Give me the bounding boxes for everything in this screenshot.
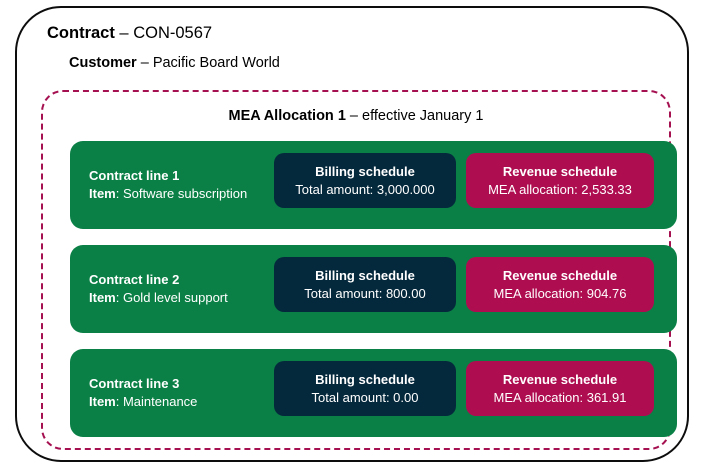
contract-line-info: Contract line 1 Item: Software subscript… [89, 141, 279, 229]
contract-line-row: Contract line 2 Item: Gold level support… [70, 245, 677, 333]
mea-allocation-separator: – [345, 108, 363, 124]
contract-label: Contract [47, 24, 115, 42]
mea-allocation-title: MEA Allocation 1 – effective January 1 [43, 108, 669, 124]
revenue-schedule-value: MEA allocation: 361.91 [493, 389, 627, 405]
revenue-schedule-value: MEA allocation: 904.76 [493, 285, 627, 301]
billing-schedule-value: Total amount: 0.00 [311, 389, 419, 405]
contract-line-item: Item: Maintenance [89, 393, 279, 411]
billing-schedule-box: Billing schedule Total amount: 800.00 [274, 257, 456, 312]
revenue-schedule-heading: Revenue schedule [502, 371, 618, 387]
item-value: Software subscription [122, 186, 248, 201]
contract-line-title: Contract line 1 [89, 167, 180, 183]
item-separator: : [115, 290, 123, 305]
item-value: Maintenance [122, 394, 198, 409]
item-label: Item [89, 186, 116, 201]
billing-schedule-heading: Billing schedule [315, 371, 415, 387]
customer-value: Pacific Board World [152, 55, 280, 71]
mea-allocation-container: MEA Allocation 1 – effective January 1 C… [41, 90, 677, 450]
revenue-schedule-box: Revenue schedule MEA allocation: 904.76 [466, 257, 654, 312]
item-separator: : [115, 186, 123, 201]
item-value: Gold level support [122, 290, 228, 305]
contract-line-item: Item: Gold level support [89, 289, 279, 307]
mea-allocation-value: effective January 1 [362, 108, 484, 124]
contract-line-title: Contract line 2 [89, 271, 180, 287]
billing-schedule-heading: Billing schedule [315, 267, 415, 283]
billing-schedule-box: Billing schedule Total amount: 3,000.000 [274, 153, 456, 208]
item-label: Item [89, 290, 116, 305]
contract-container: Contract – CON-0567 Customer – Pacific B… [15, 6, 689, 462]
contract-title: Contract – CON-0567 [47, 24, 212, 43]
contract-line-row: Contract line 1 Item: Software subscript… [70, 141, 677, 229]
item-separator: : [115, 394, 123, 409]
billing-schedule-heading: Billing schedule [315, 163, 415, 179]
revenue-schedule-heading: Revenue schedule [502, 163, 618, 179]
revenue-schedule-heading: Revenue schedule [502, 267, 618, 283]
contract-line-row: Contract line 3 Item: Maintenance Billin… [70, 349, 677, 437]
contract-line-title: Contract line 3 [89, 375, 180, 391]
revenue-schedule-value: MEA allocation: 2,533.33 [488, 181, 632, 197]
customer-title: Customer – Pacific Board World [69, 55, 280, 71]
mea-allocation-label: MEA Allocation 1 [228, 108, 346, 124]
customer-label: Customer [69, 55, 137, 71]
billing-schedule-box: Billing schedule Total amount: 0.00 [274, 361, 456, 416]
contract-separator: – [114, 24, 134, 42]
contract-line-item: Item: Software subscription [89, 185, 279, 203]
contract-value: CON-0567 [133, 24, 213, 42]
billing-schedule-value: Total amount: 3,000.000 [295, 181, 435, 197]
revenue-schedule-box: Revenue schedule MEA allocation: 361.91 [466, 361, 654, 416]
contract-line-info: Contract line 3 Item: Maintenance [89, 349, 279, 437]
contract-line-info: Contract line 2 Item: Gold level support [89, 245, 279, 333]
contract-lines-list: Contract line 1 Item: Software subscript… [70, 141, 677, 437]
item-label: Item [89, 394, 116, 409]
revenue-schedule-box: Revenue schedule MEA allocation: 2,533.3… [466, 153, 654, 208]
customer-separator: – [136, 55, 153, 71]
billing-schedule-value: Total amount: 800.00 [304, 285, 426, 301]
